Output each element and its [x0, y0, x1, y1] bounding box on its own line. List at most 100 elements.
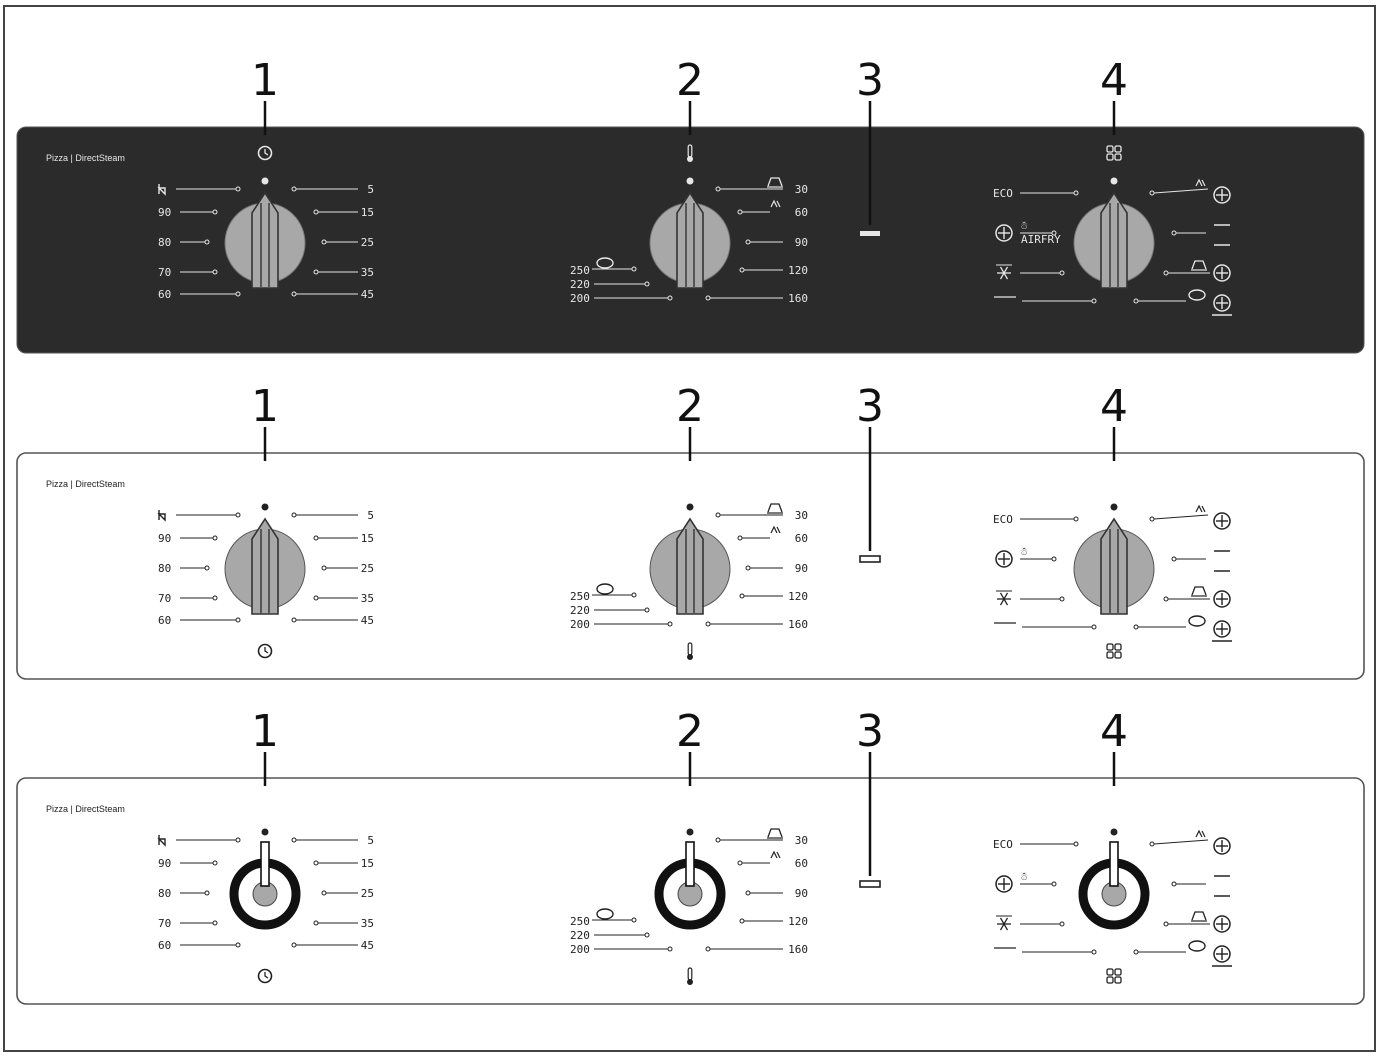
defrost-icon — [996, 590, 1012, 606]
scale-label: 90 — [158, 206, 171, 219]
fan-icon — [1213, 264, 1231, 282]
callout-number-4: 4 — [1100, 706, 1128, 757]
clock-hands — [264, 972, 269, 979]
four-squares-cell — [1114, 651, 1122, 659]
scale-label: 250 — [570, 590, 590, 603]
figure-frame — [3, 5, 1376, 1052]
scale-label: 35 — [361, 917, 374, 930]
steam-shape — [1195, 178, 1206, 187]
four-squares-cell — [1114, 153, 1122, 161]
steam-icon — [770, 525, 781, 534]
fan-ring — [1213, 294, 1231, 312]
scale-dot — [212, 535, 218, 541]
four-squares-cell — [1114, 145, 1122, 153]
scale-dot — [1059, 270, 1065, 276]
temperature-knob — [649, 177, 731, 289]
four-squares-cell — [1114, 643, 1122, 651]
fan-icon — [1213, 620, 1231, 638]
scale-dot — [1073, 190, 1079, 196]
knob-zero-mark — [686, 177, 694, 185]
grill-icon — [767, 503, 783, 514]
scale-label: 160 — [788, 943, 808, 956]
callout-number-3: 3 — [856, 55, 884, 106]
scale-line — [1153, 839, 1209, 845]
temperature-knob — [649, 503, 731, 615]
scale-label: 35 — [361, 592, 374, 605]
scale-dot — [644, 932, 650, 938]
steam-icon — [1195, 178, 1206, 187]
indicator-lamp — [859, 555, 881, 563]
fan-ring — [1213, 512, 1231, 530]
scale-dot — [212, 860, 218, 866]
scale-dot — [235, 837, 241, 843]
scale-dot — [631, 266, 637, 272]
scale-label: ECO — [993, 513, 1013, 526]
scale-label: 200 — [570, 292, 590, 305]
scale-label: 30 — [795, 834, 808, 847]
defrost-stroke — [999, 592, 1009, 606]
scale-label: 15 — [361, 857, 374, 870]
brand-label: Pizza | DirectSteam — [46, 804, 125, 814]
scale-dot — [235, 291, 241, 297]
fan-icon — [995, 550, 1013, 568]
scale-label: 80 — [158, 887, 171, 900]
scale-label: 80 — [158, 562, 171, 575]
timer-knob — [229, 828, 301, 930]
scale-label: 5 — [367, 183, 374, 196]
grill-shape — [767, 828, 783, 838]
scale-dot — [212, 209, 218, 215]
knob-grip — [676, 517, 704, 615]
hand-shape — [157, 184, 166, 196]
pizza-icon — [596, 257, 614, 269]
callout-number-1: 1 — [251, 381, 279, 432]
scale-label: 5 — [367, 834, 374, 847]
four-squares-cell — [1106, 643, 1114, 651]
scale-dot — [1091, 949, 1097, 955]
indicator-lamp — [859, 880, 881, 888]
grill-shape — [1191, 911, 1207, 921]
callout-number-3: 3 — [856, 381, 884, 432]
mode-knob — [1078, 828, 1150, 930]
scale-dot — [1091, 624, 1097, 630]
hand-icon — [157, 184, 166, 196]
fan-icon — [1213, 837, 1231, 855]
thermometer-bulb — [687, 156, 693, 162]
scale-dot — [1059, 596, 1065, 602]
pizza-icon — [596, 908, 614, 920]
indicator-lamp — [860, 231, 880, 236]
scale-label: 220 — [570, 604, 590, 617]
airfry-label: AIRFRY — [1021, 233, 1061, 246]
mode-knob — [1073, 503, 1155, 615]
fan-ring — [1213, 620, 1231, 638]
scale-label: 45 — [361, 614, 374, 627]
scale-dot — [204, 565, 210, 571]
fan-ring — [1213, 915, 1231, 933]
fan-ring — [995, 550, 1013, 568]
scale-line — [1153, 188, 1209, 194]
grill-icon — [767, 177, 783, 188]
scale-label: 220 — [570, 929, 590, 942]
scale-dot — [631, 917, 637, 923]
thermometer-bulb — [687, 979, 693, 985]
pizza-icon — [1188, 615, 1206, 627]
scale-label: 30 — [795, 183, 808, 196]
clock-face — [257, 145, 273, 161]
fan-ring — [995, 224, 1013, 242]
scale-label: 25 — [361, 887, 374, 900]
knob-grip — [251, 191, 279, 289]
clock-icon — [257, 643, 273, 659]
scale-dot — [667, 621, 673, 627]
knob-grip — [251, 517, 279, 615]
heat-bars-icon — [1214, 550, 1230, 572]
scale-label: 90 — [795, 562, 808, 575]
defrost-icon — [996, 915, 1012, 931]
scale-label: 60 — [158, 288, 171, 301]
steam-shape — [770, 850, 781, 859]
grill-icon — [1191, 911, 1207, 922]
brand-label: Pizza | DirectSteam — [46, 479, 125, 489]
scale-dot — [667, 946, 673, 952]
clock-icon — [257, 968, 273, 984]
scale-label: 25 — [361, 236, 374, 249]
grill-icon — [1191, 586, 1207, 597]
fan-icon — [995, 224, 1013, 242]
